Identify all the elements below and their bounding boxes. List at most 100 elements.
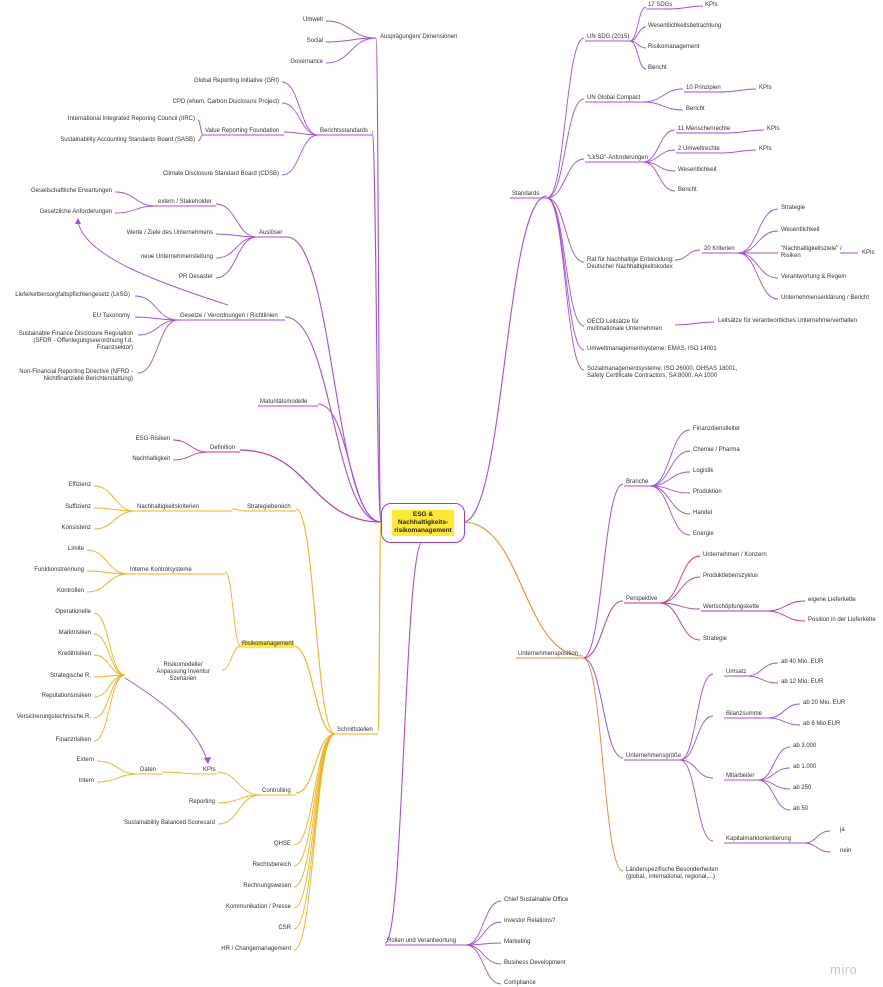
- node-4[interactable]: Sustainability Accounting Standards Boar…: [60, 137, 195, 143]
- node-74[interactable]: ab 12 Mio. EUR: [781, 679, 824, 685]
- node-perspektive[interactable]: Perspektive: [626, 596, 658, 602]
- node-88[interactable]: Marketing: [504, 939, 531, 945]
- central-topic-node[interactable]: ESG & Nachhaltigkeits- risikomanagement: [381, 503, 465, 543]
- node-23[interactable]: Marktrisiken: [58, 630, 91, 636]
- node-9[interactable]: Gesetzliche Anforderungen: [39, 209, 112, 215]
- node-73[interactable]: ab 40 Mio. EUR: [781, 659, 824, 665]
- node-sozialmanagementsysteme[interactable]: Sozialmanagementsysteme: ISO 26000, OHSA…: [587, 366, 738, 379]
- node-59[interactable]: KPIs: [862, 250, 875, 256]
- node-lksg[interactable]: "LkSG"-Anforderungen: [587, 155, 648, 161]
- node-extern-stakeholder[interactable]: extern / Stakeholder: [158, 199, 212, 205]
- node-1[interactable]: CPD (ehem. Carbon Disclosure Project): [172, 99, 279, 105]
- node-social[interactable]: Social: [306, 38, 323, 44]
- node-19[interactable]: Limite: [67, 546, 84, 552]
- node-39[interactable]: 17 SDGs: [648, 2, 673, 8]
- node-umweltmanagementsysteme[interactable]: Umweltmanagementsysteme: EMAS, ISO 14001: [587, 346, 717, 352]
- node-42[interactable]: Risikomanagement: [648, 44, 700, 50]
- node-interne-kontrollsysteme[interactable]: Interne Kontrolsysteme: [130, 567, 192, 573]
- node-strategiebereich[interactable]: Strategiebereich: [247, 504, 291, 510]
- node-49[interactable]: 2 Umweltrechte: [678, 146, 720, 152]
- node-75[interactable]: Bilanzsumme: [726, 711, 763, 717]
- node-12[interactable]: Sustainable Finance Disclosure Regulatio…: [18, 331, 133, 351]
- node-57[interactable]: Unternehmenserklärung / Bericht: [781, 295, 870, 301]
- node-87[interactable]: Investor Relations?: [504, 918, 556, 924]
- node-28[interactable]: Finanzrisiken: [55, 737, 91, 743]
- node-24[interactable]: Kreditrisiken: [57, 651, 91, 657]
- node-un-global-compact[interactable]: UN Global Compact: [587, 95, 641, 101]
- node-41[interactable]: Wesentlichkeitsbetrachtung: [648, 23, 722, 29]
- node-27[interactable]: Versicherungstechnische R.: [16, 714, 91, 720]
- node-58[interactable]: "Nachhaltigkeitsziele" / Risiken: [781, 246, 842, 259]
- node-38[interactable]: HR / Changemanagement: [221, 946, 291, 952]
- node-81[interactable]: ab 250: [793, 785, 812, 791]
- node-10[interactable]: Lieferkettensorgfaltspflichtengesetz (Lk…: [15, 292, 130, 298]
- node-nachhaltigkeitskriterien[interactable]: Nachhaltigkeitskriterien: [137, 504, 200, 510]
- node-26[interactable]: Reputationsrisiken: [41, 693, 91, 699]
- node-risikomodelle[interactable]: Risikomodelle/ Anpassung Inventur Szenar…: [156, 662, 210, 682]
- node-8[interactable]: Gesellschaftliche Erwartungen: [30, 188, 112, 194]
- node-34[interactable]: Rechtsbereich: [252, 862, 291, 868]
- node-7[interactable]: PR Desaster: [178, 274, 213, 280]
- node-risikomanagement[interactable]: Risikomanagement: [241, 641, 295, 648]
- node-33[interactable]: QHSE: [273, 841, 291, 847]
- node-umwelt[interactable]: Umwelt: [302, 17, 323, 23]
- node-value-reporting-foundation[interactable]: Value Reporting Foundation: [205, 128, 280, 134]
- node-69[interactable]: Strategie: [703, 636, 728, 642]
- node-47[interactable]: 11 Menschenrechte: [678, 126, 731, 132]
- node-60[interactable]: Leitsätze für verantwortliches Unternehm…: [718, 318, 858, 324]
- node-20[interactable]: Funktionstrennung: [34, 567, 84, 573]
- node-63[interactable]: Logistik: [693, 468, 714, 474]
- node-6[interactable]: neue Unternehmensleitung: [140, 254, 213, 260]
- node-54[interactable]: Strategie: [781, 205, 806, 211]
- node-5[interactable]: Werte / Ziele des Unternehmens: [126, 230, 213, 236]
- node-unternehmensposition[interactable]: Unternehmensposition: [518, 651, 579, 657]
- node-standards[interactable]: Standards: [512, 191, 540, 197]
- node-45[interactable]: KPIs: [759, 85, 772, 91]
- node-gesetze[interactable]: Gesetze / Verordnungen / Richtlinien: [180, 313, 278, 319]
- node-52[interactable]: Bericht: [678, 187, 697, 193]
- node-70[interactable]: eigene Lieferkette: [808, 597, 856, 603]
- node-84[interactable]: ja: [840, 827, 845, 833]
- node-61[interactable]: Finanzdienstleiter: [693, 426, 741, 432]
- node-13[interactable]: Non-Financial Reporting Directive (NFRD …: [19, 369, 133, 382]
- node-auspraegungen[interactable]: Ausprägungen/ Dimensionen: [380, 34, 458, 40]
- node-31[interactable]: Reporting: [188, 799, 215, 805]
- node-rollen[interactable]: Rollen und Verantwortung: [387, 938, 457, 944]
- node-79[interactable]: ab 3.000: [793, 743, 817, 749]
- node-83[interactable]: Kapitalmarktorientierung: [726, 836, 792, 842]
- node-wertschoepfungskette[interactable]: Wertschöpfungskette: [703, 604, 760, 610]
- node-32[interactable]: Sustainability Balanced Scorecard: [123, 820, 215, 826]
- node-64[interactable]: Produktion: [693, 489, 722, 495]
- node-50[interactable]: KPIs: [759, 146, 772, 152]
- node-36[interactable]: Kommunikation / Presse: [225, 904, 291, 910]
- node-67[interactable]: Unternehmen / Konzern: [703, 552, 767, 558]
- node-11[interactable]: EU Taxonomy: [92, 313, 130, 319]
- node-branche[interactable]: Branche: [626, 479, 649, 485]
- node-78[interactable]: Mitarbeiter: [726, 773, 755, 779]
- node-kpis[interactable]: KPIs: [203, 767, 216, 773]
- node-85[interactable]: nein: [840, 848, 852, 854]
- node-46[interactable]: Bericht: [686, 106, 705, 112]
- node-15[interactable]: Nachhaltigkeit: [132, 456, 170, 462]
- node-82[interactable]: ab 50: [793, 806, 809, 812]
- node-21[interactable]: Kontrollen: [56, 588, 84, 594]
- node-51[interactable]: Wesentlichkeit: [678, 167, 717, 173]
- node-89[interactable]: Business Development: [504, 960, 566, 966]
- node-ausloeser[interactable]: Auslöser: [259, 230, 283, 236]
- node-72[interactable]: Umsatz: [726, 669, 747, 675]
- node-18[interactable]: Konsistenz: [61, 525, 91, 531]
- node-35[interactable]: Rechnungswesen: [243, 883, 291, 889]
- node-oecd[interactable]: OECD Leitsätze für multinationale Untern…: [587, 319, 663, 332]
- node-definition[interactable]: Definition: [210, 445, 236, 451]
- node-48[interactable]: KPIs: [767, 126, 780, 132]
- node-90[interactable]: Compliance: [504, 980, 536, 986]
- node-80[interactable]: ab 1.000: [793, 764, 817, 770]
- node-55[interactable]: Wesentlichkeit: [781, 227, 820, 233]
- node-unternehmensgroesse[interactable]: Unternehmensgröße: [626, 753, 682, 759]
- node-30[interactable]: Intern: [78, 778, 94, 784]
- node-62[interactable]: Chemie / Pharma: [693, 447, 740, 453]
- node-daten[interactable]: Daten: [140, 767, 157, 773]
- node-controlling[interactable]: Controlling: [262, 788, 291, 794]
- node-2[interactable]: Climate Disclosure Standard Board (CDSB): [162, 171, 279, 177]
- node-maturitaetsmodelle[interactable]: Maturitätsmodelle: [260, 399, 308, 405]
